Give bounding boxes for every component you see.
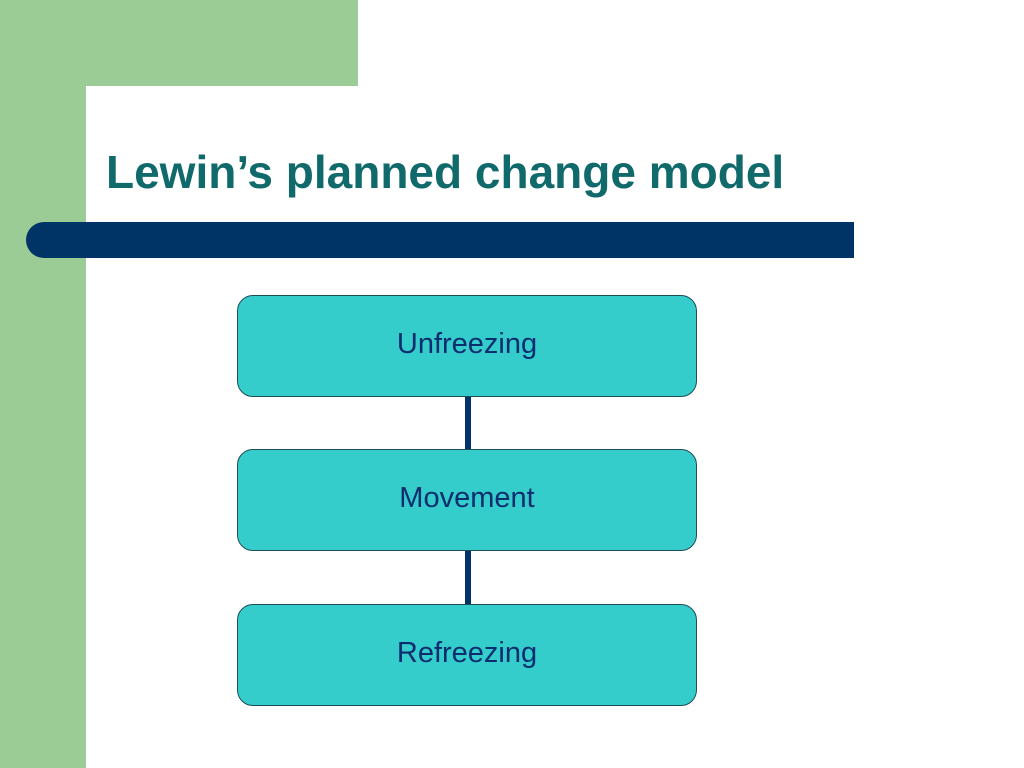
title-underline-bar xyxy=(26,222,854,258)
step-box-refreezing: Refreezing xyxy=(237,604,697,706)
connector-movement-refreezing xyxy=(465,550,471,605)
slide-title: Lewin’s planned change model xyxy=(106,146,785,198)
step-label-movement: Movement xyxy=(399,481,535,514)
step-box-movement: Movement xyxy=(237,449,697,551)
step-label-refreezing: Refreezing xyxy=(396,636,538,669)
connector-unfreezing-movement xyxy=(465,396,471,451)
step-box-unfreezing: Unfreezing xyxy=(237,295,697,397)
green-corner-decoration xyxy=(0,0,358,86)
step-label-unfreezing: Unfreezing xyxy=(396,327,538,360)
green-sidebar-decoration xyxy=(0,0,86,768)
